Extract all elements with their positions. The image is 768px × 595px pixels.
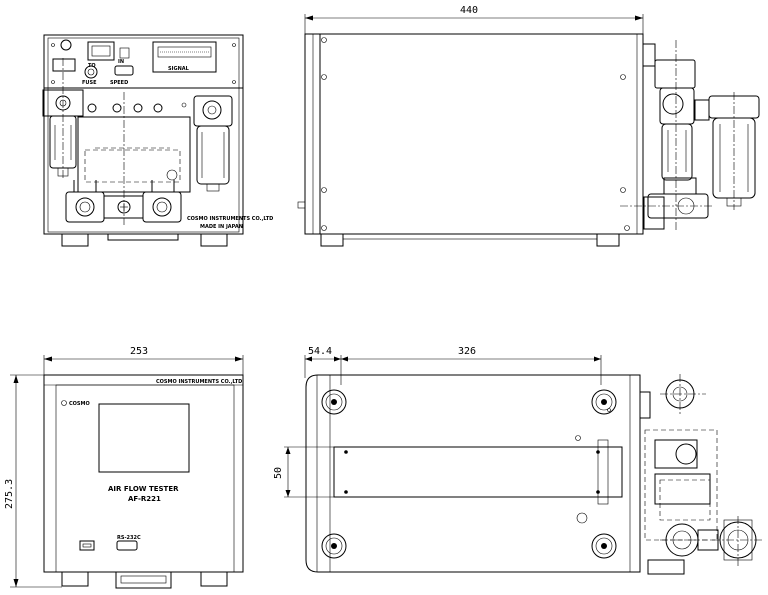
logo-mark — [61, 400, 67, 406]
rubber-foot — [591, 389, 617, 415]
ground-terminal — [60, 39, 72, 51]
fitting-center — [103, 195, 144, 219]
internal-block — [77, 116, 191, 193]
rear-view: TO IN FUSE SPEED SIGNAL COSMO INSTRUMENT… — [42, 34, 273, 247]
usb-port — [79, 540, 95, 551]
rubber-foot — [321, 533, 347, 559]
foot — [200, 233, 228, 247]
display-screen — [98, 403, 190, 473]
dimension-label-50: 50 — [273, 467, 284, 479]
model-label: AF-R221 — [128, 495, 161, 503]
svg-text:SIGNAL: SIGNAL — [168, 66, 190, 72]
front-view: 253 275.3 COSMO INSTRUMENTS CO.,LTD COSM… — [4, 346, 244, 589]
side-view: 440 — [297, 5, 760, 247]
product-title: AIR FLOW TESTER — [108, 485, 179, 493]
regulator-top — [52, 58, 76, 72]
valve-knob — [87, 103, 97, 113]
mounting-bracket — [333, 446, 623, 498]
dimension-label-54: 54.4 — [308, 346, 332, 357]
dimension-label-275: 275.3 — [4, 479, 15, 509]
rubber-foot — [591, 533, 617, 559]
valve-knob — [133, 103, 143, 113]
foot — [200, 571, 228, 587]
valve-knob — [153, 103, 163, 113]
svg-text:IN: IN — [118, 59, 124, 65]
front-connector — [116, 540, 138, 551]
rubber-foot — [321, 389, 347, 415]
foot — [61, 571, 89, 587]
svg-text:TO: TO — [88, 63, 96, 69]
dsub-connector — [114, 65, 134, 76]
side-enclosure — [304, 33, 644, 235]
fitting-left — [65, 191, 105, 223]
fitting-right — [142, 191, 182, 223]
right-filter-top — [193, 95, 233, 127]
signal-connector — [152, 41, 217, 73]
fuse-holder — [84, 65, 98, 79]
valve-knob — [112, 103, 122, 113]
svg-text:MADE IN JAPAN: MADE IN JAPAN — [200, 224, 243, 230]
svg-text:COSMO INSTRUMENTS CO.,LTD: COSMO INSTRUMENTS CO.,LTD — [187, 216, 273, 222]
bottom-plate — [305, 374, 641, 573]
dimension-label-253: 253 — [130, 346, 148, 357]
side-regulator — [654, 59, 696, 89]
bottom-view: 54.4 326 50 — [273, 346, 764, 575]
dimension-label-440: 440 — [460, 5, 478, 16]
svg-text:RS-232C: RS-232C — [117, 535, 141, 541]
company-label: COSMO INSTRUMENTS CO.,LTD — [156, 379, 242, 385]
svg-text:FUSE: FUSE — [82, 80, 97, 86]
side-filter-bowl — [661, 123, 693, 181]
foot — [61, 233, 89, 247]
svg-text:SPEED: SPEED — [110, 80, 128, 86]
dimension-label-326: 326 — [458, 346, 476, 357]
power-inlet — [87, 41, 115, 61]
logo-text: COSMO — [69, 401, 90, 407]
